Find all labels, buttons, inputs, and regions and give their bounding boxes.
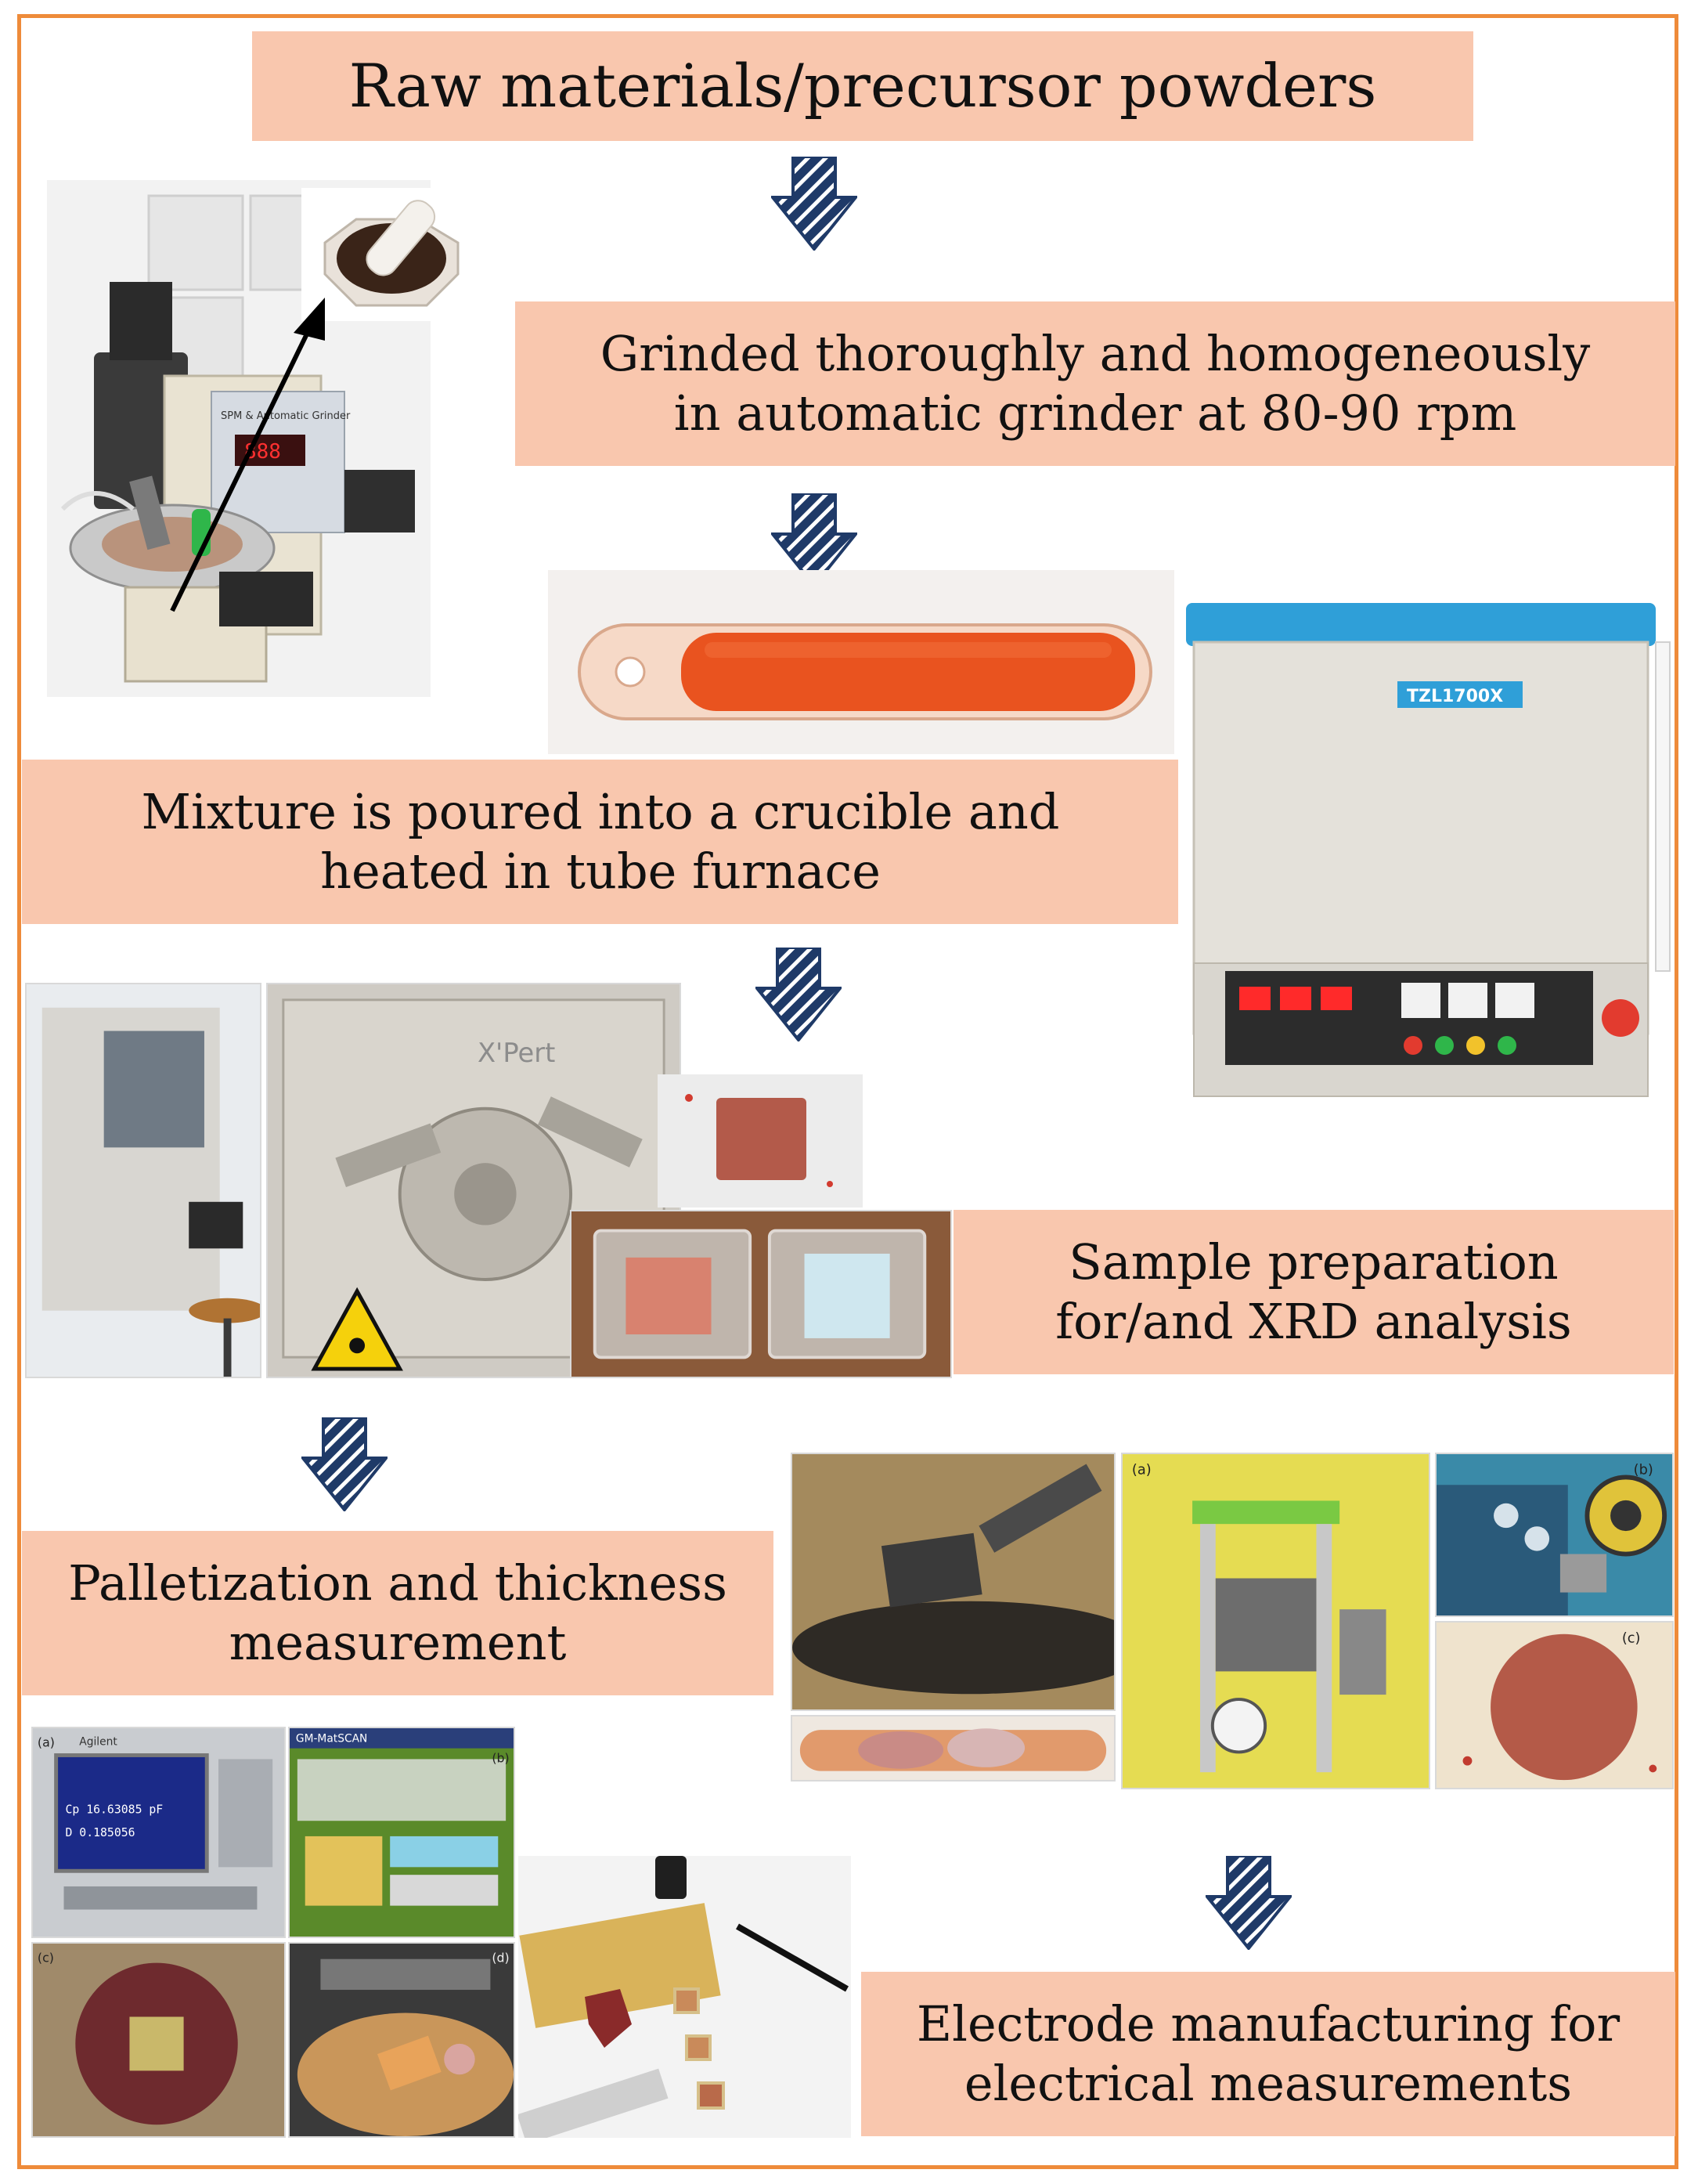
- panel-label: (c): [38, 1951, 54, 1966]
- pellet-closeup-photo: (c): [1435, 1621, 1674, 1789]
- hatched-down-arrow-icon: [301, 1417, 388, 1511]
- black-pointer-arrow-icon: [170, 298, 325, 612]
- xrd-brand-label: X'Pert: [478, 1038, 555, 1068]
- software-screen-photo: GM-MatSCAN (b): [288, 1727, 515, 1938]
- hatched-down-arrow-icon: [755, 948, 842, 1041]
- electrode-pellet-photo: (c): [31, 1942, 286, 2138]
- hatched-down-arrow-icon: [771, 493, 857, 587]
- step-heating: Mixture is poured into a crucible and he…: [22, 760, 1179, 924]
- pellet-disks-photo: [791, 1715, 1116, 1781]
- step-text-line: heated in tube furnace: [320, 843, 881, 900]
- panel-label: (d): [492, 1951, 509, 1966]
- hatched-down-arrow-icon: [1206, 1856, 1292, 1950]
- pellet-press-detail-photo: [791, 1453, 1116, 1711]
- pellet-die-photo: (b): [1435, 1453, 1674, 1617]
- step-grinding: Grinded thoroughly and homogeneously in …: [515, 301, 1675, 466]
- xrd-room-photo: [25, 983, 261, 1378]
- meter-brand-label: Agilent: [79, 1736, 117, 1749]
- step-text-line: electrical measurements: [964, 2055, 1573, 2112]
- mortar-pestle-photo: [301, 188, 481, 321]
- step-pelletization: Palletization and thickness measurement: [22, 1531, 773, 1695]
- software-title-label: GM-MatSCAN: [296, 1733, 367, 1745]
- step-text-line: Sample preparation: [1069, 1233, 1559, 1291]
- meter-d-readout: D 0.185056: [65, 1826, 135, 1839]
- panel-label: (c): [1622, 1631, 1641, 1647]
- hydraulic-press-photo: (a): [1121, 1453, 1430, 1789]
- step-text-line: Mixture is poured into a crucible and: [141, 783, 1060, 841]
- probe-station-photo: (d): [288, 1942, 515, 2138]
- step-electrode: Electrode manufacturing for electrical m…: [861, 1972, 1675, 2136]
- meter-cp-readout: Cp 16.63085 pF: [65, 1803, 163, 1816]
- step-text-line: Raw materials/precursor powders: [348, 50, 1377, 121]
- furnace-model-label: TZL1700X: [1407, 687, 1503, 706]
- panel-label: (a): [38, 1735, 55, 1750]
- grinder-device-label: SPM & Automatic Grinder: [221, 410, 351, 422]
- panel-label: (b): [492, 1750, 509, 1765]
- lcr-meter-photo: Agilent Cp 16.63085 pF D 0.185056 (a): [31, 1727, 286, 1938]
- step-text-line: Palletization and thickness: [68, 1554, 727, 1612]
- step-text-line: in automatic grinder at 80-90 rpm: [673, 384, 1517, 442]
- xrd-sample-box-photo: [570, 1210, 952, 1378]
- step-text-line: Electrode manufacturing for: [916, 1995, 1620, 2053]
- step-xrd: Sample preparation for/and XRD analysis: [954, 1210, 1674, 1374]
- figure-frame: [17, 14, 1678, 2169]
- xrd-sample-photo: [658, 1074, 863, 1208]
- step-text-line: measurement: [229, 1614, 567, 1671]
- electrode-samples-photo: [518, 1856, 851, 2138]
- panel-label: (a): [1132, 1462, 1152, 1478]
- hatched-down-arrow-icon: [771, 157, 857, 251]
- panel-label: (b): [1634, 1463, 1653, 1478]
- step-text-line: Grinded thoroughly and homogeneously: [600, 325, 1591, 383]
- tube-furnace-photo: TZL1700X: [1178, 595, 1671, 1100]
- step-text-line: for/and XRD analysis: [1055, 1293, 1572, 1350]
- step-raw-materials: Raw materials/precursor powders: [252, 31, 1473, 141]
- crucible-powder-photo: [548, 570, 1174, 754]
